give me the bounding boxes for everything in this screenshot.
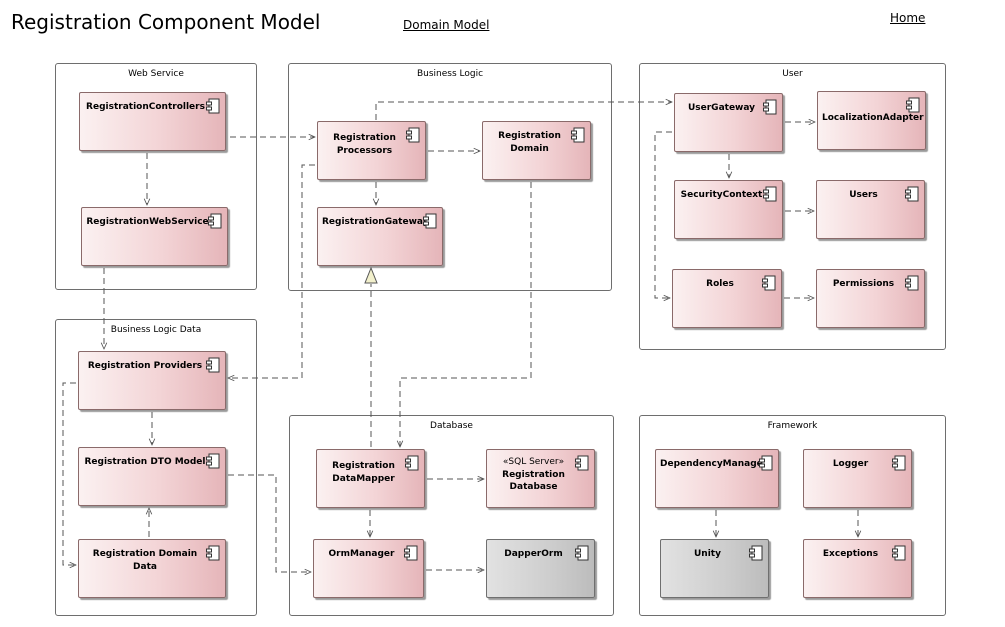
component-registration-domain[interactable]: Registration Domain bbox=[482, 121, 591, 180]
component-registration-controllers[interactable]: RegistrationControllers bbox=[79, 92, 226, 151]
component-label: Unity bbox=[694, 549, 721, 559]
component-label: UserGateway bbox=[687, 103, 756, 113]
component-icon bbox=[206, 545, 220, 561]
component-orm-manager[interactable]: OrmManager bbox=[313, 539, 424, 598]
component-label: OrmManager bbox=[328, 549, 395, 559]
component-icon bbox=[405, 455, 419, 471]
component-label: Registration DataMapper bbox=[332, 461, 395, 484]
component-label: LocalizationAdapter bbox=[822, 113, 924, 123]
component-localization-adapter[interactable]: LocalizationAdapter bbox=[817, 91, 926, 150]
component-label: RegistrationControllers bbox=[86, 102, 205, 112]
component-user-gateway[interactable]: UserGateway bbox=[674, 93, 783, 152]
component-users[interactable]: Users bbox=[816, 180, 925, 239]
component-icon bbox=[575, 455, 589, 471]
component-registration-database[interactable]: «SQL Server» Registration Database bbox=[486, 449, 595, 508]
component-unity[interactable]: Unity bbox=[660, 539, 769, 598]
component-icon bbox=[763, 99, 777, 115]
component-icon bbox=[762, 275, 776, 291]
component-security-context[interactable]: SecurityContext bbox=[674, 180, 783, 239]
package-title-web-service: Web Service bbox=[128, 69, 184, 79]
domain-model-link[interactable]: Domain Model bbox=[403, 18, 490, 32]
component-label: RegistrationGateway bbox=[322, 217, 429, 227]
component-label: Registration DTO Model bbox=[84, 457, 206, 467]
component-icon bbox=[206, 357, 220, 373]
component-registration-domain-data[interactable]: Registration Domain Data bbox=[78, 539, 226, 598]
component-registration-dto-model[interactable]: Registration DTO Model bbox=[78, 447, 226, 506]
component-registration-web-service[interactable]: RegistrationWebService bbox=[81, 207, 228, 266]
component-label: Registration Domain Data bbox=[92, 549, 198, 572]
component-icon bbox=[892, 455, 906, 471]
component-roles[interactable]: Roles bbox=[672, 269, 782, 328]
component-logger[interactable]: Logger bbox=[803, 449, 912, 508]
page-title: Registration Component Model bbox=[11, 10, 321, 34]
component-icon bbox=[571, 127, 585, 143]
component-registration-providers[interactable]: Registration Providers bbox=[78, 351, 226, 410]
component-registration-data-mapper[interactable]: Registration DataMapper bbox=[316, 449, 425, 508]
component-icon bbox=[905, 186, 919, 202]
component-icon bbox=[206, 98, 220, 114]
component-label: Registration Processors bbox=[333, 133, 396, 156]
component-icon bbox=[575, 545, 589, 561]
component-label: Exceptions bbox=[822, 549, 879, 559]
component-label: DependencyManager bbox=[660, 459, 768, 469]
component-label: RegistrationWebService bbox=[86, 217, 209, 227]
component-label: Registration Domain bbox=[498, 131, 561, 154]
package-title-user: User bbox=[782, 69, 803, 79]
component-icon bbox=[906, 97, 920, 113]
component-registration-processors[interactable]: Registration Processors bbox=[317, 121, 426, 180]
component-exceptions[interactable]: Exceptions bbox=[803, 539, 912, 598]
component-icon bbox=[206, 453, 220, 469]
component-icon bbox=[763, 186, 777, 202]
component-icon bbox=[208, 213, 222, 229]
component-dependency-manager[interactable]: DependencyManager bbox=[655, 449, 779, 508]
component-stereotype: «SQL Server» bbox=[502, 457, 565, 467]
package-title-business-logic: Business Logic bbox=[416, 69, 484, 79]
component-label: Registration Providers bbox=[87, 361, 203, 371]
component-icon bbox=[423, 213, 437, 229]
package-title-framework: Framework bbox=[767, 421, 818, 431]
component-dapper-orm[interactable]: DapperOrm bbox=[486, 539, 595, 598]
component-icon bbox=[759, 455, 773, 471]
package-title-database: Database bbox=[430, 421, 473, 431]
component-label: Logger bbox=[832, 459, 869, 469]
component-label: Permissions bbox=[832, 279, 895, 289]
component-icon bbox=[404, 545, 418, 561]
component-label: SecurityContext bbox=[680, 190, 763, 200]
component-registration-gateway[interactable]: RegistrationGateway bbox=[317, 207, 443, 266]
component-permissions[interactable]: Permissions bbox=[816, 269, 925, 328]
component-label: DapperOrm bbox=[504, 549, 563, 559]
component-icon bbox=[749, 545, 763, 561]
package-title-business-logic-data: Business Logic Data bbox=[110, 325, 202, 335]
home-link[interactable]: Home bbox=[890, 11, 926, 25]
component-icon bbox=[406, 127, 420, 143]
component-icon bbox=[905, 275, 919, 291]
component-label: Users bbox=[849, 190, 878, 200]
component-icon bbox=[892, 545, 906, 561]
component-label: Roles bbox=[706, 279, 734, 289]
component-label: Registration Database bbox=[502, 470, 565, 492]
